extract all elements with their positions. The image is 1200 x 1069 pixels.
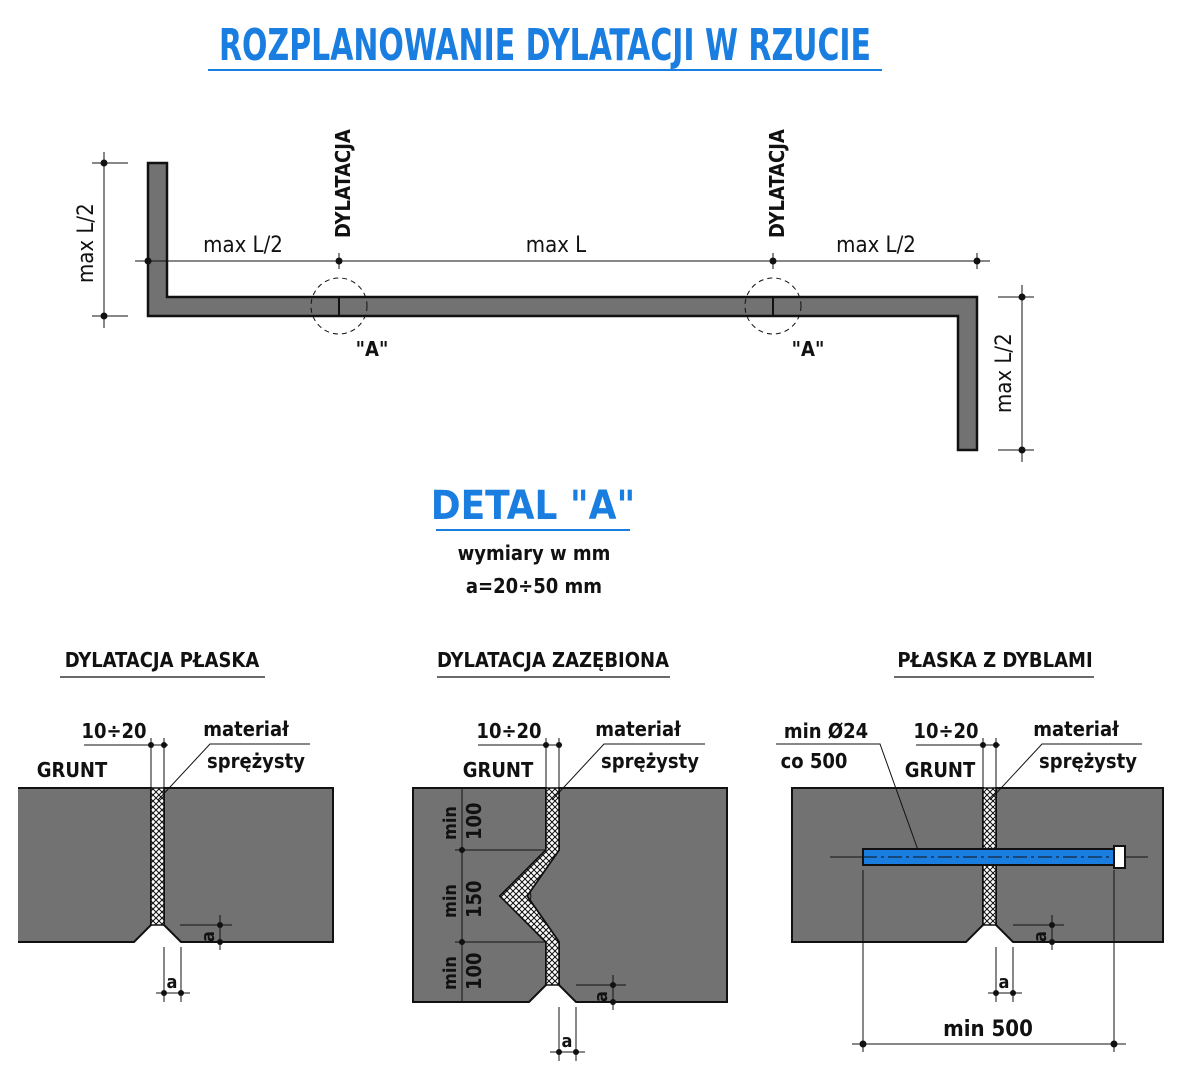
section-3-title: PŁASKA Z DYBLAMI — [897, 648, 1092, 672]
material-label-2a: materiał — [595, 717, 682, 741]
slab-right-1 — [163, 787, 334, 943]
dowel-label-1: min Ø24 — [784, 719, 868, 743]
elastic-filler-2 — [498, 787, 560, 986]
slab-plan-outline — [146, 161, 979, 452]
dim-100-bottom: 100 — [462, 952, 486, 990]
detail-ref-1: "A" — [356, 337, 389, 361]
material-label-1a: materiał — [203, 717, 290, 741]
detail-ref-2: "A" — [792, 337, 825, 361]
dim-150: 150 — [462, 880, 486, 918]
section-dowel-joint: PŁASKA Z DYBLAMI min Ø24 co 500 10÷20 ma… — [776, 648, 1164, 1052]
grunt-label-3: GRUNT — [905, 758, 976, 782]
dim-left-max-l-half: max L/2 — [74, 203, 99, 283]
material-label-2b: sprężysty — [601, 749, 699, 773]
a-label-2h: a — [562, 1031, 573, 1052]
material-label-3a: materiał — [1033, 717, 1120, 741]
section-toothed-joint: DYLATACJA ZAZĘBIONA 10÷20 materiał spręż… — [412, 648, 728, 1061]
detail-circle-2 — [744, 277, 802, 335]
detail-circle-1 — [310, 277, 368, 335]
dylatacja-label-1: DYLATACJA — [331, 129, 355, 238]
detail-units: wymiary w mm — [458, 541, 611, 565]
min-label-c: min — [440, 956, 461, 990]
dim-min-500: min 500 — [943, 1017, 1033, 1042]
min-label-b: min — [440, 884, 461, 918]
detail-title: DETAL "A" — [431, 483, 636, 529]
a-label-3v: a — [1030, 931, 1051, 942]
a-label-1h: a — [167, 972, 178, 993]
dim-max-l-half-left: max L/2 — [203, 233, 283, 258]
joint-width-1: 10÷20 — [81, 719, 146, 743]
dowel-label-2: co 500 — [781, 749, 848, 773]
joint-width-3: 10÷20 — [913, 719, 978, 743]
dim-100-top: 100 — [462, 802, 486, 840]
min-label-a: min — [440, 806, 461, 840]
dim-max-l-half-right: max L/2 — [836, 233, 916, 258]
elastic-filler-1 — [150, 787, 165, 926]
page-title: ROZPLANOWANIE DYLATACJI W RZUCIE — [219, 20, 871, 71]
detail-gap: a=20÷50 mm — [466, 574, 602, 598]
section-flat-joint: DYLATACJA PŁASKA 10÷20 materiał sprężyst… — [18, 648, 334, 1002]
material-label-1b: sprężysty — [207, 749, 305, 773]
dylatacja-label-2: DYLATACJA — [765, 129, 789, 238]
grunt-label-2: GRUNT — [463, 758, 534, 782]
joint-width-2: 10÷20 — [476, 719, 541, 743]
slab-left-1 — [18, 787, 152, 943]
a-label-1v: a — [198, 931, 219, 942]
section-1-title: DYLATACJA PŁASKA — [65, 648, 260, 672]
material-label-3b: sprężysty — [1039, 749, 1137, 773]
section-2-title: DYLATACJA ZAZĘBIONA — [437, 648, 669, 672]
grunt-label-1: GRUNT — [37, 758, 108, 782]
plan-view: "A" "A" max L/2 max L max L/2 DYLATACJA … — [74, 129, 1034, 462]
a-label-2v: a — [591, 991, 612, 1002]
dim-right-max-l-half: max L/2 — [992, 333, 1017, 413]
dim-max-l: max L — [526, 233, 586, 258]
dowel-sleeve — [1113, 845, 1126, 869]
a-label-3h: a — [999, 972, 1010, 993]
